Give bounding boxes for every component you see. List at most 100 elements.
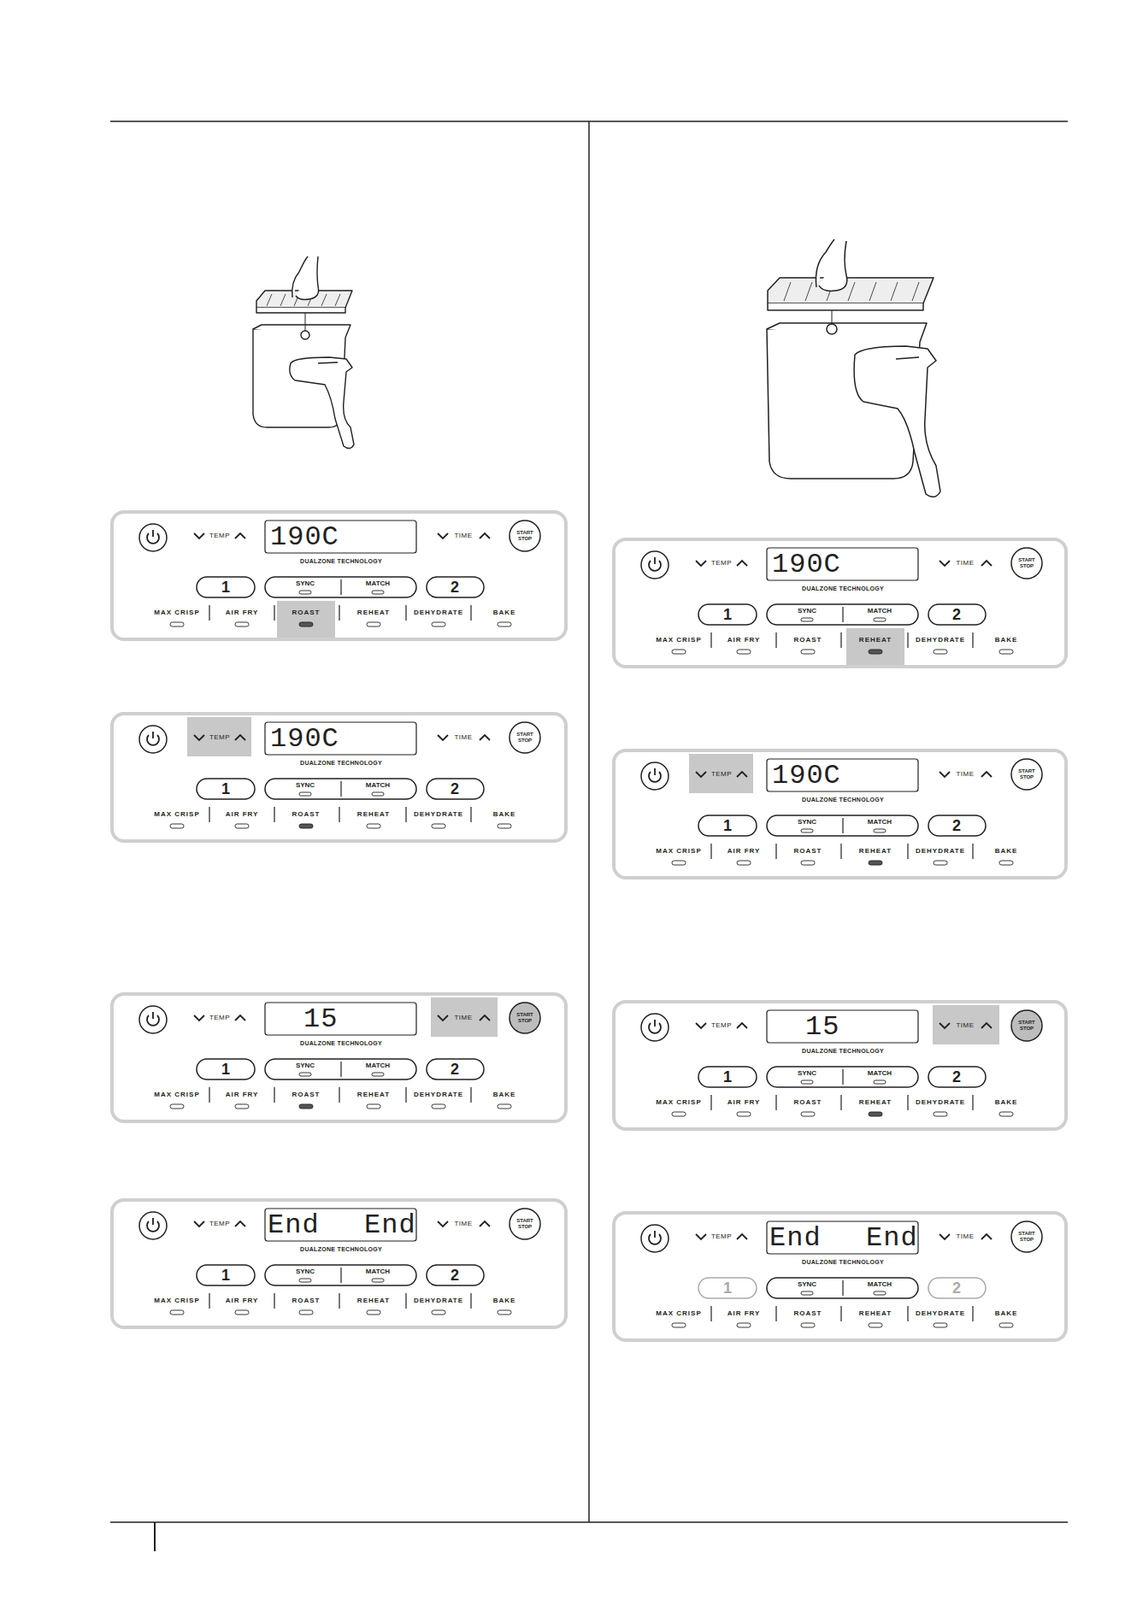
panel-label: MATCH [365,580,390,588]
panel-label: 1 [723,606,732,623]
rule-line [110,1521,1068,1524]
panel-label: 1 [221,781,230,797]
control-panel: TEMPEndEndTIMESTART STOPDUALZONE TECHNOL… [110,1198,568,1330]
panel-label: SYNC [295,1268,315,1276]
panel-label: START STOP [513,530,537,542]
panel-label: MAX CRISP [655,1099,701,1107]
panel-label: 2 [952,1280,961,1296]
panel-label: 1 [723,1069,732,1085]
panel-symbols [110,992,568,1124]
panel-label: AIR FRY [225,1091,260,1099]
highlight [276,600,336,638]
highlight [846,628,905,666]
panel-label: DEHYDRATE [915,1310,966,1318]
column-divider [588,121,590,1523]
panel-label: AIR FRY [727,636,761,644]
control-panel: TEMPEndEndTIMESTART STOPDUALZONE TECHNOL… [612,1211,1068,1343]
panel-label: 1 [723,818,732,834]
page-tick [153,1522,156,1552]
panel-label: BAKE [493,1297,517,1305]
panel-label: SYNC [295,782,315,790]
panel-symbols [110,1198,568,1330]
panel-label: BAKE [995,848,1019,855]
panel-label: START STOP [1015,1231,1038,1243]
panel-label: DUALZONE TECHNOLOGY [801,1259,884,1266]
panel-label: ROAST [794,636,823,644]
panel-label: DUALZONE TECHNOLOGY [801,585,884,592]
panel-label: DEHYDRATE [413,1091,464,1099]
panel-label: DUALZONE TECHNOLOGY [801,1048,884,1055]
panel-label: 2 [450,1061,460,1078]
panel-label: REHEAT [357,609,390,617]
panel-label: SYNC [797,818,817,826]
panel-label: MATCH [365,1062,390,1070]
panel-label: TIME [453,734,472,742]
panel-label: START STOP [513,1218,537,1230]
control-panel: TEMP 190C TIME START STOP DUALZONE TECHNOLOG… [110,712,568,843]
panel-label: TEMP [711,559,732,567]
panel-label: MAX CRISP [153,811,200,819]
panel-label: DUALZONE TECHNOLOGY [300,558,383,565]
panel-label: 190C [771,551,842,579]
panel-label: 2 [450,579,460,595]
panel-label: BAKE [995,1310,1019,1318]
panel-label: End [865,1225,919,1253]
basket-illustration [766,239,941,497]
panel-label: TIME [955,771,974,778]
panel-label: 190C [771,762,842,790]
panel-label: MAX CRISP [153,1297,200,1305]
panel-label: DEHYDRATE [915,636,966,644]
panel-label: ROAST [794,1099,823,1107]
panel-symbols [612,1000,1068,1131]
panel-label: 15 [805,1013,840,1042]
panel-label: MAX CRISP [153,1091,200,1099]
panel-label: START STOP [513,1012,537,1024]
panel-label: TIME [453,1220,472,1228]
panel-label: DEHYDRATE [915,1099,966,1107]
control-panel: TEMP190CTIMESTART STOPDUALZONE TECHNOLOG… [110,510,568,642]
panel-label: TIME [955,1233,974,1241]
panel-label: BAKE [493,811,517,819]
panel-label: 2 [952,606,961,623]
panel-label: 2 [450,1267,460,1284]
panel-label: SYNC [295,1062,315,1070]
panel-label: DEHYDRATE [413,609,464,617]
panel-label: TEMP [209,1014,230,1022]
panel-label: TIME [453,532,472,540]
panel-label: BAKE [493,1091,517,1099]
panel-label: DUALZONE TECHNOLOGY [801,796,884,803]
panel-label: ROAST [292,811,321,819]
panel-label: DUALZONE TECHNOLOGY [300,1246,383,1253]
panel-label: TIME [955,559,974,567]
panel-label: MATCH [365,782,390,790]
panel-label: MAX CRISP [153,609,200,617]
panel-label: START STOP [1015,1019,1038,1031]
panel-label: 1 [723,1280,732,1296]
panel-label: MATCH [867,818,892,826]
panel-label: 1 [221,1061,230,1078]
panel-label: BAKE [493,609,517,617]
control-panel: TEMP15TIMESTART STOPDUALZONE TECHNOLOGY1… [110,992,568,1124]
panel-label: ROAST [292,609,321,617]
panel-label: MATCH [365,1268,390,1276]
panel-label: 2 [450,781,460,797]
panel-label: TEMP [209,532,230,540]
panel-label: MAX CRISP [655,1310,701,1318]
panel-label: MAX CRISP [655,848,701,855]
panel-label: MAX CRISP [655,636,701,644]
panel-label: MATCH [867,1281,892,1289]
panel-label: DUALZONE TECHNOLOGY [300,759,383,766]
panel-label: End [364,1212,417,1240]
panel-label: 2 [952,818,961,834]
panel-label: START STOP [513,731,537,743]
panel-label: ROAST [794,848,823,855]
panel-label: AIR FRY [727,1099,761,1107]
panel-label: 190C [270,725,340,754]
control-panel: TEMP15TIMESTART STOPDUALZONE TECHNOLOGY1… [612,1000,1068,1131]
panel-label: End [769,1225,822,1253]
panel-label: 15 [303,1006,338,1034]
panel-label: TEMP [209,734,230,742]
panel-label: REHEAT [859,1310,892,1318]
control-panel: TEMP190CTIMESTART STOPDUALZONE TECHNOLOG… [612,748,1068,880]
panel-label: TIME [453,1014,472,1022]
